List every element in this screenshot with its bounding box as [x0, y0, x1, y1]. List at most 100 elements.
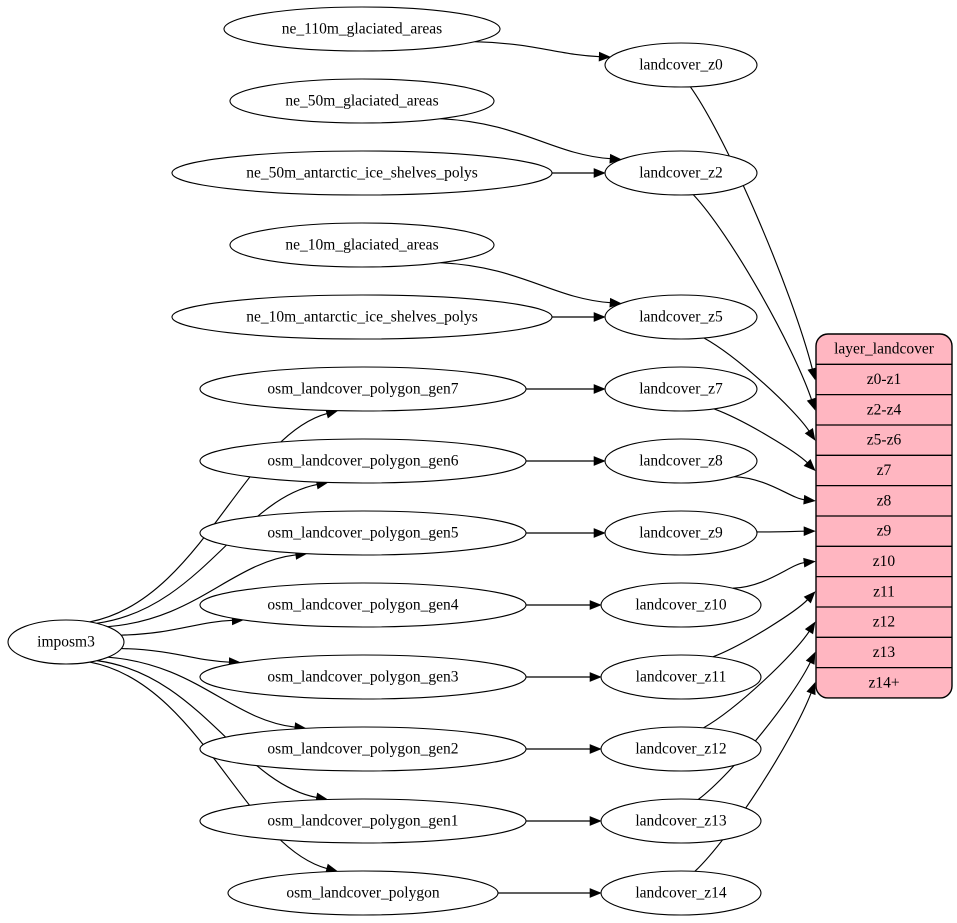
edge-arrowhead: [805, 651, 816, 665]
edge-arrowhead: [593, 528, 606, 538]
node-landcover_z8-shape: [604, 438, 758, 484]
node-osm_landcover_polygon_gen5-label: osm_landcover_polygon_gen5: [267, 525, 458, 542]
layer-landcover-table[interactable]: layer_landcover z0-z1 z2-z4 z5-z6 z7 z8 z9 z10 z…: [815, 333, 953, 699]
node-imposm3-label: imposm3: [37, 634, 95, 651]
table-row-z7[interactable]: z7: [877, 462, 892, 479]
node-ne_10m_glaciated_areas[interactable]: ne_10m_glaciated_areas: [229, 222, 495, 268]
edge-landcover_z12-to-layer_landcover_z12: [703, 630, 810, 729]
edge-ne_10m_glaciated_areas-to-landcover_z5: [440, 262, 611, 304]
node-landcover_z2-shape: [604, 150, 758, 196]
node-landcover_z5[interactable]: landcover_z5: [604, 294, 758, 340]
node-landcover_z12[interactable]: landcover_z12: [600, 726, 762, 772]
node-osm_landcover_polygon_gen4[interactable]: osm_landcover_polygon_gen4: [199, 582, 527, 628]
node-landcover_z10-shape: [600, 582, 762, 628]
node-osm_landcover_polygon_gen1[interactable]: osm_landcover_polygon_gen1: [199, 798, 527, 844]
node-landcover_z9[interactable]: landcover_z9: [604, 510, 758, 556]
node-osm_landcover_polygon_gen7-label: osm_landcover_polygon_gen7: [267, 381, 458, 398]
node-osm_landcover_polygon_gen6[interactable]: osm_landcover_polygon_gen6: [199, 438, 527, 484]
edge-arrowhead: [806, 682, 816, 696]
edge-landcover_z7-to-layer_landcover_z7: [713, 408, 809, 464]
node-landcover_z9-label: landcover_z9: [639, 525, 723, 542]
node-landcover_z13[interactable]: landcover_z13: [600, 798, 762, 844]
node-landcover_z8[interactable]: landcover_z8: [604, 438, 758, 484]
table-row-z11[interactable]: z11: [873, 583, 895, 600]
edge-landcover_z2-to-layer_landcover_z2-z4: [692, 194, 813, 401]
table-row-z13[interactable]: z13: [873, 644, 896, 661]
edge-imposm3-to-osm_landcover_polygon_gen7: [89, 412, 328, 623]
node-imposm3[interactable]: imposm3: [7, 619, 125, 665]
node-osm_landcover_polygon_gen2[interactable]: osm_landcover_polygon_gen2: [199, 726, 527, 772]
edge-arrowhead: [806, 397, 816, 411]
edge-landcover_z5-to-layer_landcover_z5-z6: [703, 337, 810, 432]
edge-imposm3-to-osm_landcover_polygon_gen5: [107, 554, 297, 628]
node-ne_10m_glaciated_areas-label: ne_10m_glaciated_areas: [285, 237, 438, 254]
node-ne_110m_glaciated_areas[interactable]: ne_110m_glaciated_areas: [223, 6, 501, 52]
node-osm_landcover_polygon_gen2-label: osm_landcover_polygon_gen2: [267, 741, 458, 758]
node-landcover_z0[interactable]: landcover_z0: [604, 42, 758, 88]
node-imposm3-shape: [7, 619, 125, 665]
node-ne_10m_antarctic_ice_shelves_polys-shape: [171, 294, 553, 340]
edge-landcover_z0-to-layer_landcover_z0-z1: [689, 86, 813, 370]
node-osm_landcover_polygon_gen2-shape: [199, 726, 527, 772]
edge-landcover_z10-to-layer_landcover_z10: [732, 562, 805, 589]
table-row-z10[interactable]: z10: [873, 553, 896, 570]
node-landcover_z7[interactable]: landcover_z7: [604, 366, 758, 412]
node-ne_50m_glaciated_areas-label: ne_50m_glaciated_areas: [285, 93, 438, 110]
node-ne_50m_antarctic_ice_shelves_polys[interactable]: ne_50m_antarctic_ice_shelves_polys: [171, 150, 553, 196]
edge-landcover_z14-to-layer_landcover_z14_: [694, 692, 812, 872]
node-landcover_z9-shape: [604, 510, 758, 556]
table-row-z8[interactable]: z8: [877, 492, 892, 509]
node-ne_50m_glaciated_areas[interactable]: ne_50m_glaciated_areas: [229, 78, 495, 124]
edge-imposm3-to-osm_landcover_polygon: [89, 661, 328, 870]
edge-arrowhead: [804, 428, 816, 441]
node-landcover_z5-shape: [604, 294, 758, 340]
table-row-z0z1[interactable]: z0-z1: [867, 371, 901, 388]
edge-arrowhead: [803, 526, 816, 537]
node-landcover_z11-shape: [600, 654, 762, 700]
edge-arrowhead: [589, 672, 602, 682]
table-row-z5z6[interactable]: z5-z6: [867, 432, 902, 449]
node-ne_10m_antarctic_ice_shelves_polys-label: ne_10m_antarctic_ice_shelves_polys: [246, 309, 478, 326]
edge-imposm3-to-osm_landcover_polygon_gen2: [108, 656, 296, 728]
layer-table-header: layer_landcover: [834, 341, 935, 358]
table-row-z14[interactable]: z14+: [868, 674, 899, 691]
table-row-z12[interactable]: z12: [873, 614, 895, 631]
node-osm_landcover_polygon-label: osm_landcover_polygon: [286, 885, 440, 902]
edge-ne_110m_glaciated_areas-to-landcover_z0: [474, 41, 600, 58]
nodes-layer: imposm3 ne_110m_glaciated_areas ne_50m_gla…: [7, 6, 762, 916]
node-osm_landcover_polygon_gen7-shape: [199, 366, 527, 412]
edge-imposm3-to-osm_landcover_polygon_gen6: [96, 483, 318, 624]
node-osm_landcover_polygon_gen3-shape: [199, 654, 527, 700]
edge-arrowhead: [593, 384, 606, 394]
edge-arrowhead: [593, 312, 606, 322]
node-osm_landcover_polygon[interactable]: osm_landcover_polygon: [227, 870, 499, 916]
node-osm_landcover_polygon_gen7[interactable]: osm_landcover_polygon_gen7: [199, 366, 527, 412]
node-landcover_z12-label: landcover_z12: [635, 741, 726, 758]
edge-arrowhead: [803, 494, 816, 505]
node-osm_landcover_polygon_gen4-shape: [199, 582, 527, 628]
node-landcover_z14-label: landcover_z14: [635, 885, 726, 902]
edge-landcover_z13-to-layer_landcover_z13: [697, 661, 811, 800]
node-landcover_z12-shape: [600, 726, 762, 772]
edge-arrowhead: [803, 557, 816, 568]
edge-arrowhead: [589, 744, 602, 754]
node-osm_landcover_polygon_gen3[interactable]: osm_landcover_polygon_gen3: [199, 654, 527, 700]
table-row-z9[interactable]: z9: [877, 523, 892, 540]
table-row-z2z4[interactable]: z2-z4: [867, 401, 902, 418]
edge-ne_50m_glaciated_areas-to-landcover_z2: [440, 118, 611, 160]
edge-imposm3-to-osm_landcover_polygon_gen4: [121, 619, 233, 636]
node-landcover_z7-label: landcover_z7: [639, 381, 723, 398]
edge-arrowhead: [589, 600, 602, 610]
node-landcover_z2[interactable]: landcover_z2: [604, 150, 758, 196]
node-landcover_z0-shape: [604, 42, 758, 88]
node-osm_landcover_polygon-shape: [227, 870, 499, 916]
node-landcover_z14[interactable]: landcover_z14: [600, 870, 762, 916]
node-osm_landcover_polygon_gen5[interactable]: osm_landcover_polygon_gen5: [199, 510, 527, 556]
edges-layer: [89, 41, 817, 898]
node-landcover_z5-label: landcover_z5: [639, 309, 723, 326]
node-landcover_z11[interactable]: landcover_z11: [600, 654, 762, 700]
node-landcover_z10[interactable]: landcover_z10: [600, 582, 762, 628]
node-osm_landcover_polygon_gen1-shape: [199, 798, 527, 844]
node-ne_10m_antarctic_ice_shelves_polys[interactable]: ne_10m_antarctic_ice_shelves_polys: [171, 294, 553, 340]
